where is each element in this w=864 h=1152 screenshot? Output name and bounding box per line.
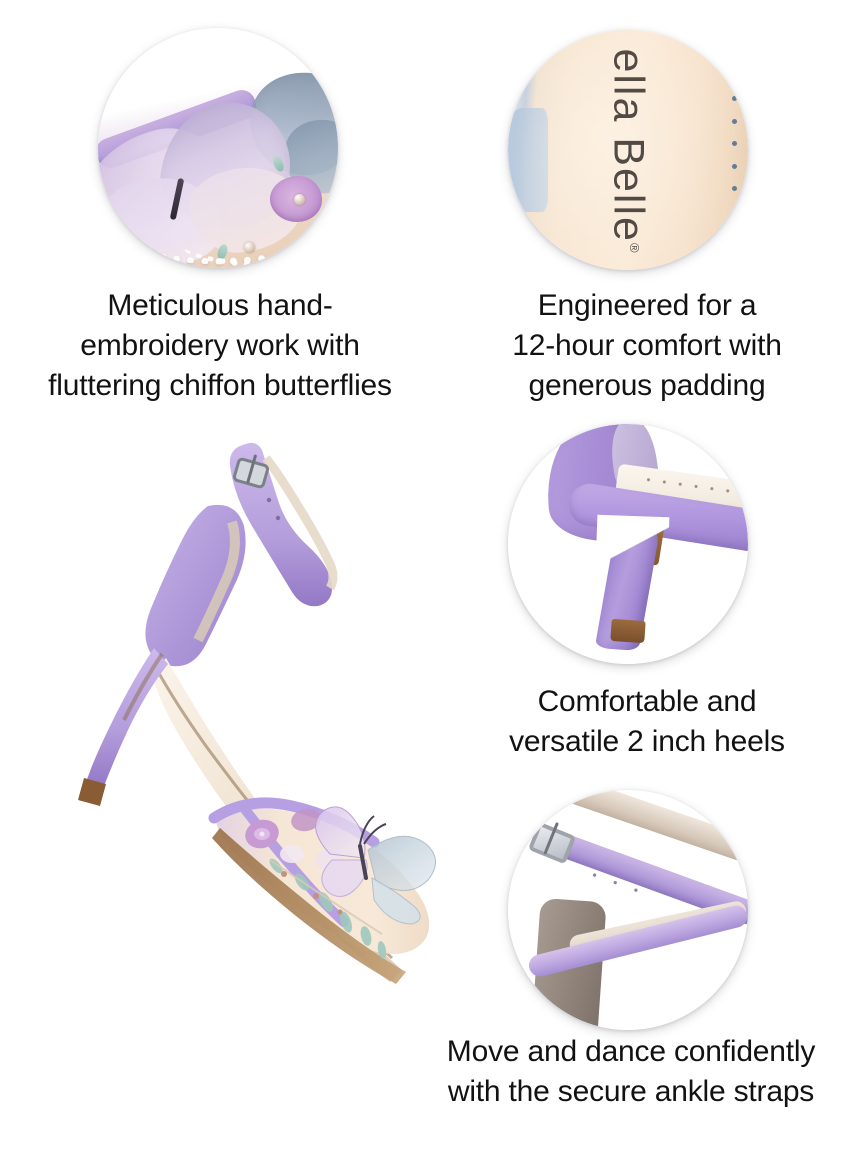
- stitching-dots: [732, 96, 742, 214]
- caption-line: Meticulous hand-: [107, 289, 333, 322]
- heel-shank: [122, 652, 164, 721]
- ankle-strap-lining: [262, 455, 338, 591]
- ankle-strap-photo: [508, 790, 748, 1030]
- embroidery-photo: [98, 28, 338, 268]
- heel-photo: [508, 424, 748, 664]
- feature-image-heel[interactable]: [508, 424, 748, 664]
- caption-line: fluttering chiffon butterflies: [48, 368, 392, 402]
- feature-caption-straps: Move and dance confidently with the secu…: [398, 1032, 864, 1112]
- caption-line: 12-hour comfort with: [512, 328, 782, 362]
- feature-caption-embroidery: Meticulous hand- embroidery work with fl…: [0, 286, 440, 406]
- feature-caption-heels: Comfortable and versatile 2 inch heels: [430, 682, 864, 762]
- brand-name: ella Belle®: [604, 47, 653, 253]
- brand-stamp: ella Belle®: [508, 30, 748, 270]
- buckle-icon: [232, 454, 270, 489]
- footbed: [152, 658, 402, 982]
- caption-line: generous padding: [528, 368, 766, 402]
- heel-counter: [145, 504, 246, 667]
- chiffon-butterfly: [315, 806, 436, 925]
- caption-line: with the secure ankle straps: [447, 1074, 815, 1108]
- hero-shoe-illustration: [78, 442, 436, 984]
- strap-hole: [275, 515, 281, 521]
- heel-tip: [610, 618, 646, 644]
- embroidery-vine: [269, 859, 383, 935]
- registered-trademark-icon: ®: [626, 242, 642, 253]
- heel-negative-space: [594, 514, 670, 598]
- heel-tip: [78, 778, 106, 806]
- caption-line: Comfortable and: [537, 685, 757, 718]
- feature-image-insole[interactable]: ella Belle®: [508, 30, 748, 270]
- insole-highlight: [508, 30, 748, 270]
- embroidery-leaves: [269, 858, 387, 959]
- feature-image-embroidery[interactable]: [98, 28, 338, 268]
- embroidery-beads: [259, 831, 343, 915]
- hero-product-image[interactable]: [30, 430, 450, 1010]
- strap-hole: [266, 497, 272, 503]
- crystal-bead: [244, 242, 255, 253]
- caption-line: embroidery work with: [80, 328, 360, 362]
- crystal-bead: [294, 194, 305, 205]
- toe-outsole: [212, 828, 406, 984]
- caption-line: versatile 2 inch heels: [509, 724, 785, 758]
- caption-line: Move and dance confidently: [446, 1035, 816, 1068]
- caption-line: Engineered for a: [537, 289, 757, 322]
- insole-photo: ella Belle®: [508, 30, 748, 270]
- feature-image-ankle-strap[interactable]: [508, 790, 748, 1030]
- feature-caption-padding: Engineered for a 12-hour comfort with ge…: [430, 286, 864, 406]
- counter-lining: [193, 520, 240, 643]
